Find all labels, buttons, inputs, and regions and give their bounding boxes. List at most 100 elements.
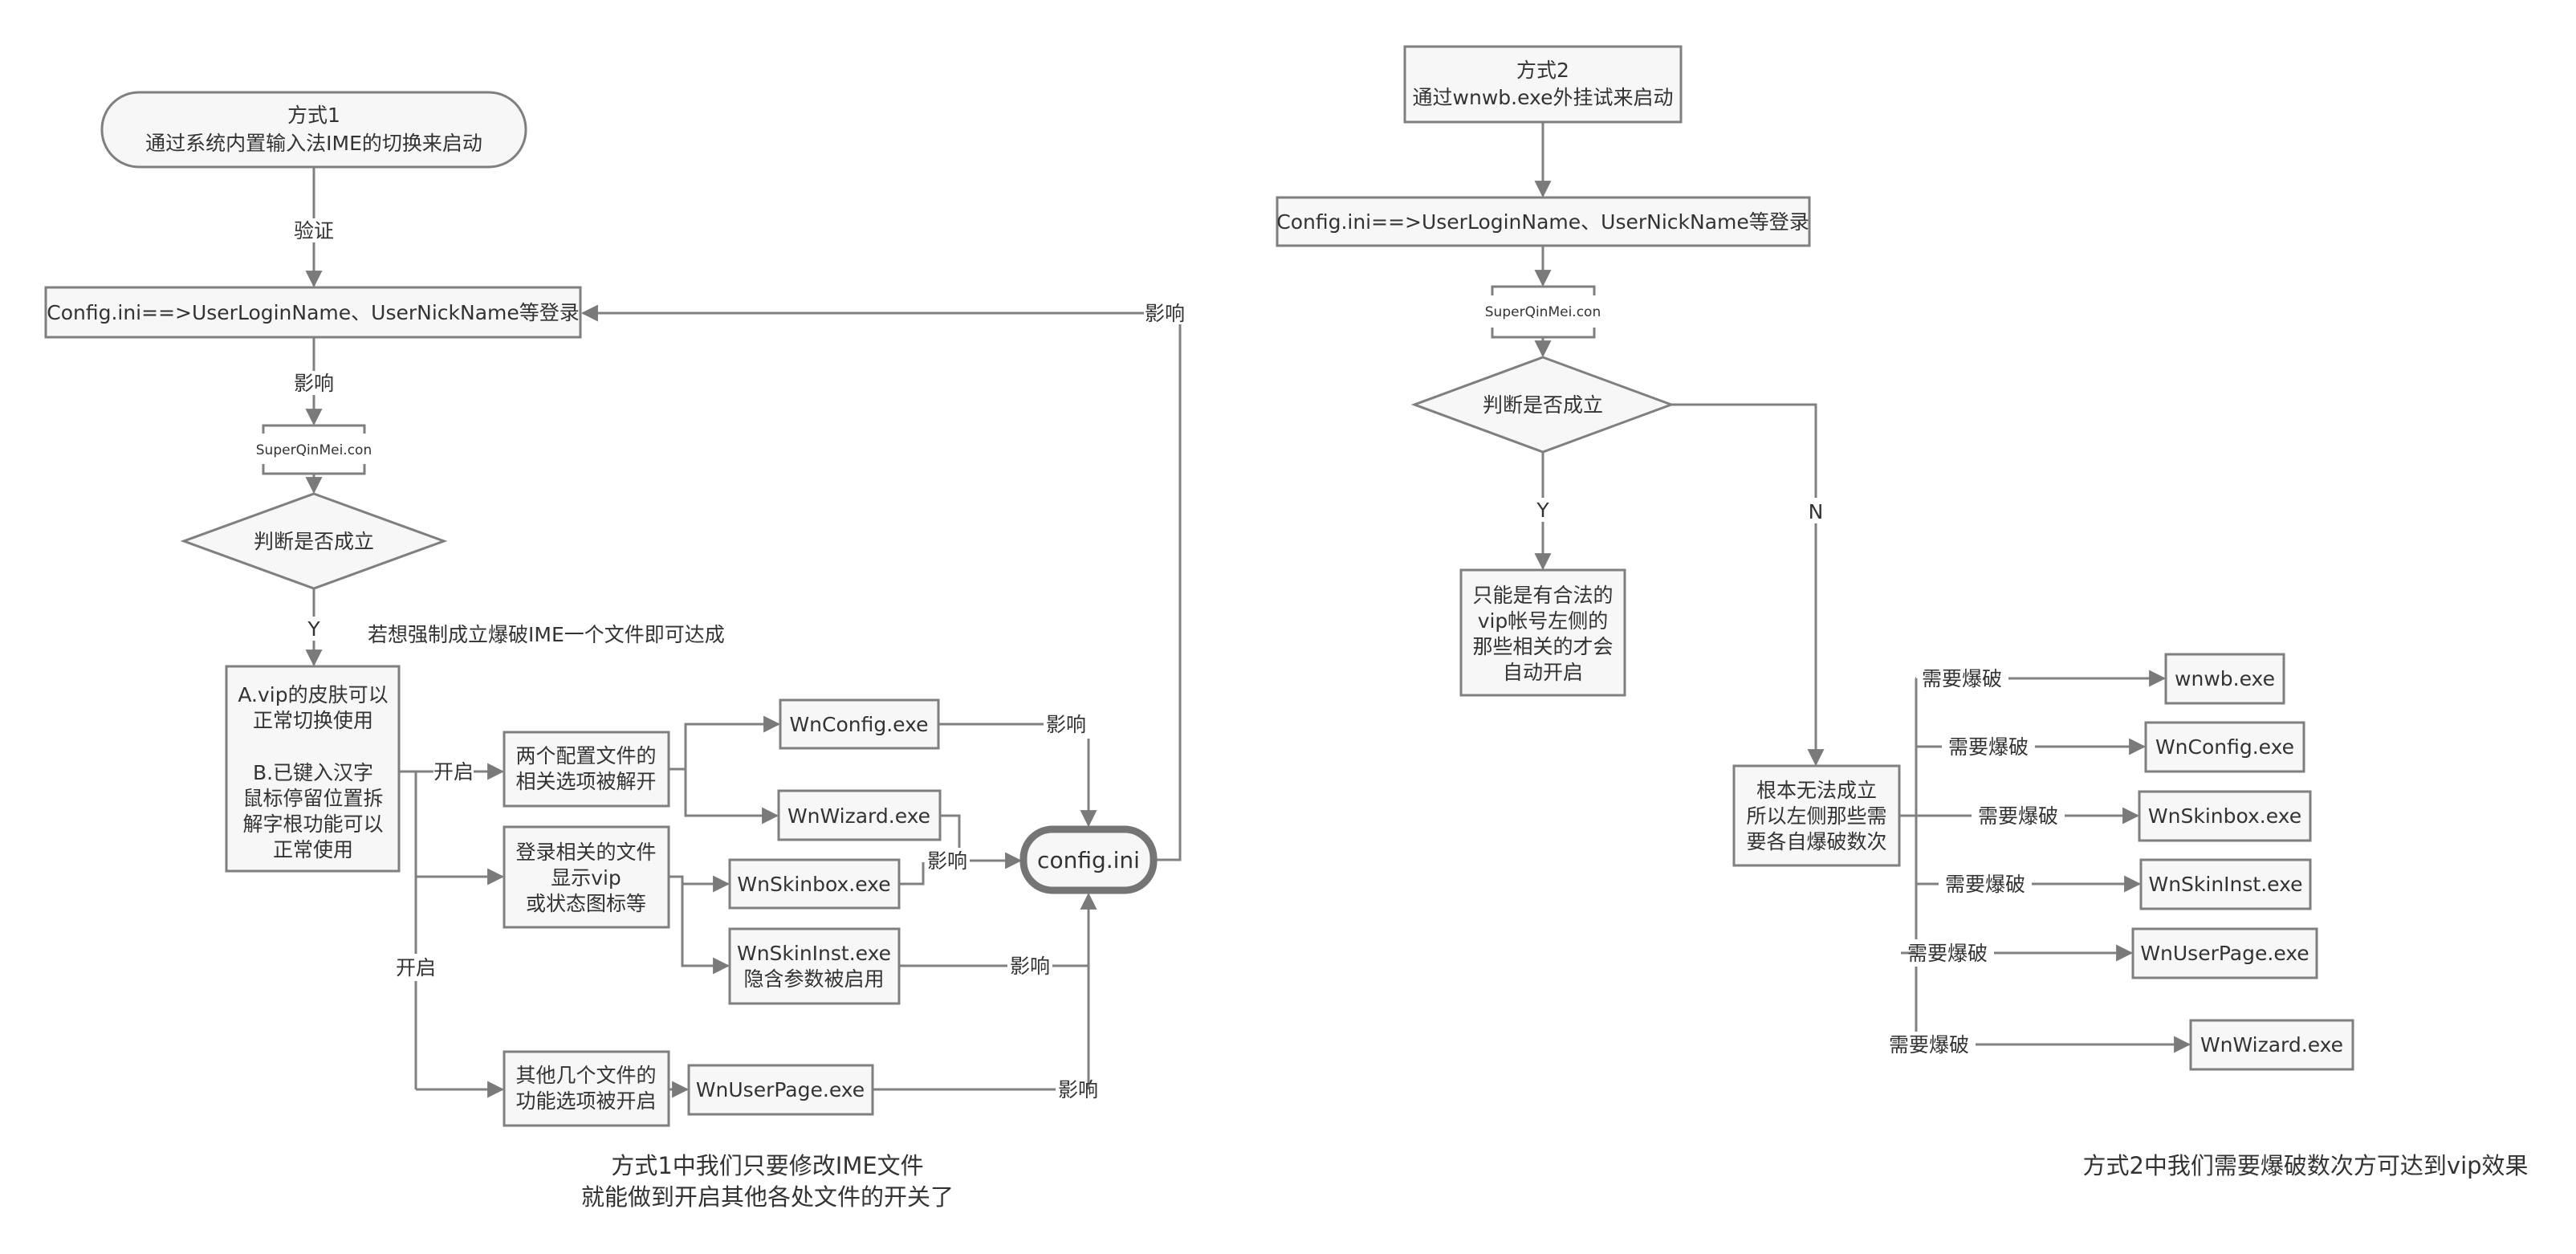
- affect-label-wnskininst: 影响: [1010, 955, 1050, 978]
- branch-config-files-box: 两个配置文件的 相关选项被解开: [503, 731, 670, 808]
- file-wnskininst-note: 隐含参数被启用: [743, 967, 884, 991]
- result-line: B.已键入汉字: [253, 761, 373, 784]
- crack-label: 需要爆破: [1889, 1033, 1969, 1057]
- crack-label: 需要爆破: [1945, 873, 2025, 896]
- method2-site-document: SuperQinMei.con: [1485, 285, 1601, 339]
- method1-decision: 判断是否成立: [180, 492, 448, 590]
- method1-site-document: SuperQinMei.con: [256, 424, 372, 475]
- crack-target-file-text: WnSkinbox.exe: [2148, 804, 2301, 828]
- file-wnwizard-box: WnWizard.exe: [777, 789, 942, 841]
- method2-site-text: SuperQinMei.con: [1485, 304, 1601, 320]
- no-box-line: 所以左侧那些需: [1746, 804, 1886, 828]
- edge-to-wnskinbox: [669, 875, 730, 893]
- branch-other-files-line: 其他几个文件的: [515, 1064, 656, 1087]
- method1-config-login-box: Config.ini==>UserLoginName、UserNickName等…: [44, 286, 582, 339]
- file-wnconfig-box: WnConfig.exe: [779, 698, 940, 750]
- result-line: 解字根功能可以: [242, 812, 383, 836]
- yes-box-line: 自动开启: [1503, 661, 1583, 684]
- crack-target-file-text: WnConfig.exe: [2155, 735, 2294, 759]
- file-wnuserpage-text: WnUserPage.exe: [696, 1078, 865, 1101]
- method1-edges: [305, 167, 1182, 1098]
- edge-m2-decision-to-no: [1671, 403, 1817, 498]
- method1-result-box: A.vip的皮肤可以 正常切换使用 B.已键入汉字 鼠标停留位置拆 解字根功能可…: [225, 665, 401, 873]
- edge-label-m2-no: N: [1809, 500, 1824, 523]
- edge-wnskinbox-affect-a: [899, 862, 925, 886]
- method1-flow: 方式1 通过系统内置输入法IME的切换来启动 验证 Config.ini==>U…: [44, 91, 1185, 1211]
- file-wnuserpage-box: WnUserPage.exe: [687, 1064, 874, 1116]
- crack-target-file-box: wnwb.exe: [2164, 653, 2285, 705]
- method2-yes-box: 只能是有合法的 vip帐号左侧的 那些相关的才会 自动开启: [1459, 568, 1626, 697]
- method2-no-box: 根本无法成立 所以左侧那些需 要各自爆破数次: [1732, 764, 1901, 867]
- method2-config-login-text: Config.ini==>UserLoginName、UserNickName等…: [1276, 210, 1809, 234]
- method2-flow: 方式2 通过wnwb.exe外挂试来启动 Config.ini==>UserLo…: [1276, 45, 2529, 1179]
- affect-label-wnuserpage: 影响: [1058, 1078, 1098, 1101]
- file-wnconfig-text: WnConfig.exe: [789, 713, 928, 736]
- branch-config-files-line: 两个配置文件的: [515, 744, 656, 767]
- method2-decision: 判断是否成立: [1410, 356, 1675, 454]
- yes-box-line: vip帐号左侧的: [1478, 609, 1609, 633]
- method1-start-terminal: 方式1 通过系统内置输入法IME的切换来启动: [100, 91, 527, 169]
- file-wnwizard-text: WnWizard.exe: [787, 804, 930, 828]
- file-wnskininst-name: WnSkinInst.exe: [737, 942, 891, 965]
- crack-targets-list: 需要爆破 wnwb.exe 需要爆破 WnConfig.exe 需要爆破 WnSkinbo…: [1889, 653, 2354, 1071]
- edge-label-verify: 验证: [294, 219, 334, 242]
- method1-site-text: SuperQinMei.con: [256, 442, 372, 458]
- yes-box-line: 那些相关的才会: [1472, 635, 1613, 658]
- affect-label-wnskinbox: 影响: [927, 849, 967, 873]
- method2-decision-text: 判断是否成立: [1483, 393, 1603, 417]
- method2-caption: 方式2中我们需要爆破数次方可达到vip效果: [2082, 1152, 2528, 1179]
- method2-config-login-box: Config.ini==>UserLoginName、UserNickName等…: [1276, 196, 1811, 247]
- edge-to-wnskininst: [681, 884, 730, 975]
- file-wnskinbox-box: WnSkinbox.exe: [728, 858, 901, 910]
- edge-to-wnconfig: [669, 715, 781, 771]
- crack-label: 需要爆破: [1978, 804, 2058, 828]
- branch-login-files-line: 显示vip: [551, 866, 621, 890]
- crack-label: 需要爆破: [1948, 735, 2029, 759]
- branch-login-files-line: 登录相关的文件: [515, 841, 656, 864]
- method1-caption-line-1: 方式1中我们只要修改IME文件: [611, 1152, 923, 1179]
- edge-label-open-2: 开启: [396, 956, 436, 979]
- method2-edges: [1534, 122, 1918, 1032]
- method2-start-title: 方式2: [1516, 59, 1569, 82]
- branch-login-files-box: 登录相关的文件 显示vip 或状态图标等: [503, 825, 670, 929]
- edge-to-wnwizard: [684, 769, 779, 824]
- method1-note: 若想强制成立爆破IME一个文件即可达成: [368, 623, 725, 646]
- branch-config-files-line: 相关选项被解开: [515, 770, 656, 793]
- method2-start-box: 方式2 通过wnwb.exe外挂试来启动: [1403, 45, 1683, 124]
- edge-label-affect-site: 影响: [294, 372, 334, 395]
- result-line: 正常使用: [273, 838, 353, 861]
- no-box-line: 根本无法成立: [1756, 779, 1877, 802]
- file-wnskininst-box: WnSkinInst.exe 隐含参数被启用: [728, 927, 901, 1005]
- crack-target-file-box: WnSkinInst.exe: [2139, 858, 2312, 910]
- result-line: 正常切换使用: [253, 709, 373, 732]
- method1-start-desc: 通过系统内置输入法IME的切换来启动: [145, 132, 482, 155]
- branch-other-files-line: 功能选项被开启: [515, 1089, 656, 1113]
- crack-target-file-box: WnWizard.exe: [2189, 1019, 2354, 1071]
- result-line: 鼠标停留位置拆: [242, 787, 383, 810]
- crack-target-file-box: WnConfig.exe: [2144, 721, 2305, 773]
- method2-start-desc: 通过wnwb.exe外挂试来启动: [1413, 86, 1674, 109]
- edge-label-yes: Y: [307, 617, 320, 641]
- branch-login-files-line: 或状态图标等: [526, 892, 646, 915]
- edge-wnwizard-affect: [940, 814, 961, 848]
- result-line: A.vip的皮肤可以: [238, 683, 388, 706]
- file-wnskinbox-text: WnSkinbox.exe: [737, 873, 890, 896]
- method1-start-title: 方式1: [287, 104, 340, 127]
- crack-target-file-text: wnwb.exe: [2175, 667, 2275, 690]
- no-box-line: 要各自爆破数次: [1746, 830, 1886, 853]
- method1-caption-line-2: 就能做到开启其他各处文件的开关了: [581, 1183, 954, 1211]
- crack-target-file-text: WnUserPage.exe: [2140, 942, 2309, 965]
- crack-target-file-box: WnUserPage.exe: [2131, 927, 2318, 979]
- crack-label: 需要爆破: [1922, 667, 2002, 690]
- crack-target-file-text: WnWizard.exe: [2200, 1033, 2343, 1057]
- crack-target-file-box: WnSkinbox.exe: [2138, 790, 2312, 842]
- crack-label: 需要爆破: [1907, 942, 1988, 965]
- affect-label-wnconfig: 影响: [1046, 713, 1086, 736]
- edge-label-open-1: 开启: [433, 760, 474, 784]
- method1-decision-text: 判断是否成立: [254, 530, 374, 553]
- crack-target-file-text: WnSkinInst.exe: [2148, 873, 2302, 896]
- edge-feedback-up: [1157, 324, 1182, 861]
- affect-label-feedback: 影响: [1145, 302, 1185, 325]
- yes-box-line: 只能是有合法的: [1472, 584, 1613, 607]
